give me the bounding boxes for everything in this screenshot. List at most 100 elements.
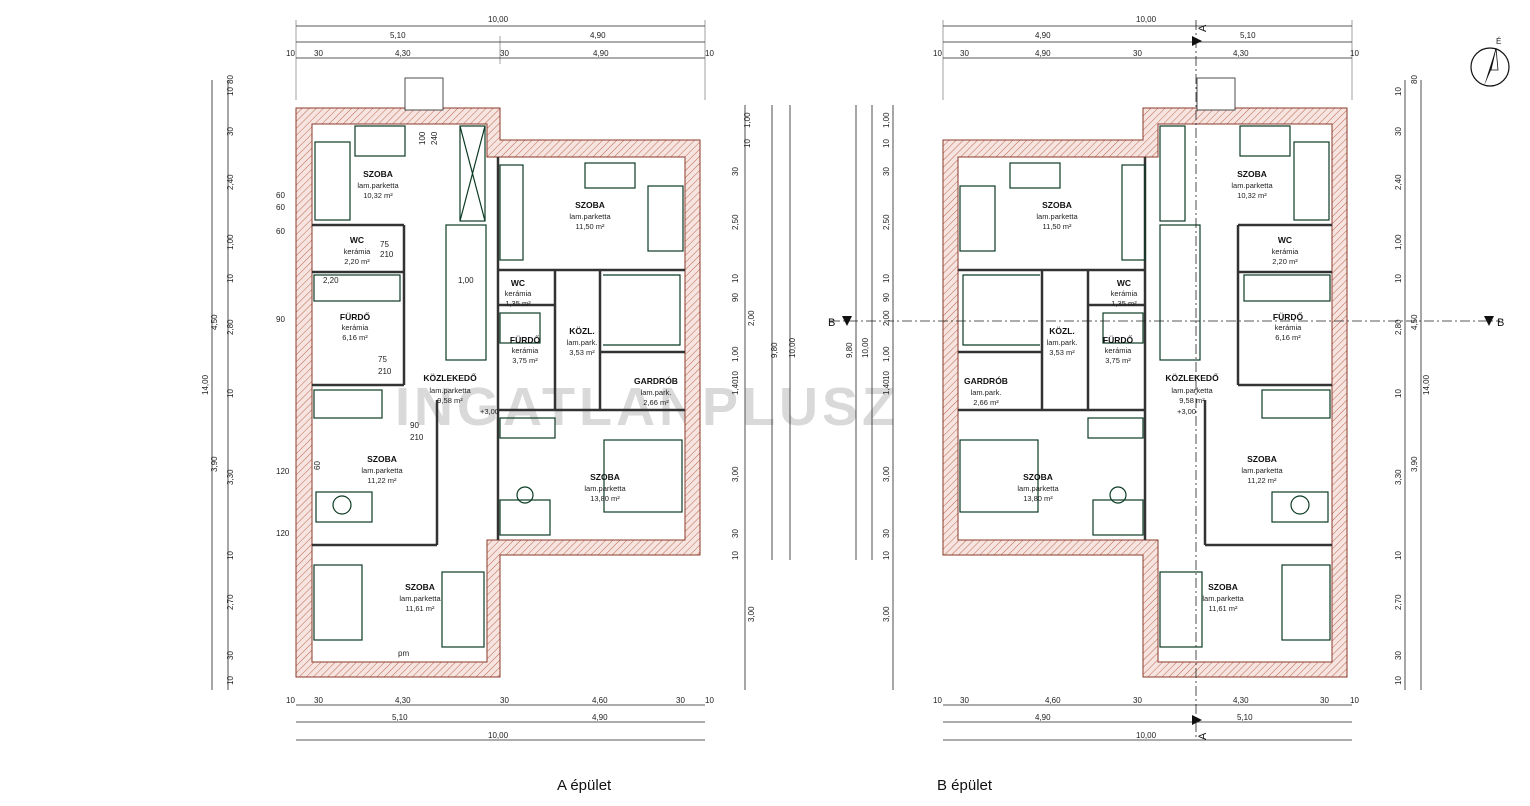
dim-b-right-16: 14,00 <box>1422 374 1431 395</box>
dim-a-left-10: 3,90 <box>210 456 219 472</box>
svg-text:11,61 m²: 11,61 m² <box>405 604 435 613</box>
dim-b-right-4: 2,40 <box>1394 174 1403 190</box>
opening-a-5: 100 <box>418 131 427 145</box>
room-b-szoba-4: SZOBA lam.parketta 11,22 m² <box>1241 454 1283 485</box>
svg-text:11,61 m²: 11,61 m² <box>1208 604 1238 613</box>
dim-a-right-16: 3,00 <box>747 606 756 622</box>
svg-text:lam.park.: lam.park. <box>567 338 598 347</box>
building-b-bottom-dimensions: 10 30 4,60 30 4,30 30 10 4,90 5,10 10,00 <box>933 696 1359 741</box>
dim-a-top-1: 10 <box>286 49 295 58</box>
svg-text:SZOBA: SZOBA <box>1208 582 1238 592</box>
dim-b-top-2: 30 <box>960 49 969 58</box>
dim-a-bot-10: 10,00 <box>488 731 509 740</box>
building-a-walls <box>295 107 701 678</box>
caption-building-b: B épület <box>937 777 993 794</box>
dim-a-right-15: 10,00 <box>788 337 797 358</box>
svg-text:10,32 m²: 10,32 m² <box>1237 191 1267 200</box>
room-b-kozlekedo: KÖZLEKEDŐ lam.parketta 9,58 m² <box>1165 372 1219 405</box>
svg-text:lam.parketta: lam.parketta <box>584 484 626 493</box>
dim-a-bot-4: 30 <box>500 696 509 705</box>
dim-b-total-top: 10,00 <box>1136 15 1157 24</box>
dim-a-left-1: 10 <box>226 87 235 96</box>
room-a-szoba-3: SZOBA lam.parketta 11,61 m² <box>399 582 441 613</box>
building-a-bottom-dimensions: 10 30 4,30 30 4,60 30 10 5,10 4,90 10,00 <box>286 696 714 741</box>
room-a-kozl: KÖZL. lam.park. 3,53 m² <box>567 326 598 357</box>
dim-b-left-6: 90 <box>882 293 891 302</box>
room-b-szoba-5: SZOBA lam.parketta 11,61 m² <box>1202 582 1244 613</box>
svg-text:2,20 m²: 2,20 m² <box>344 257 370 266</box>
opening-a-2: 60 <box>276 203 285 212</box>
opening-a-4: 120 <box>276 467 290 476</box>
svg-text:WC: WC <box>1117 278 1131 288</box>
dim-a-top-right: 4,90 <box>590 31 606 40</box>
dim-b-right-3: 30 <box>1394 127 1403 136</box>
svg-text:SZOBA: SZOBA <box>1237 169 1267 179</box>
room-a-szoba-1: SZOBA lam.parketta 10,32 m² <box>357 169 399 200</box>
svg-text:kerámia: kerámia <box>344 247 372 256</box>
dim-a-top-2: 30 <box>314 49 323 58</box>
room-a-szoba-5: SZOBA lam.parketta 13,80 m² <box>584 472 626 503</box>
dim-b-bot-10: 10,00 <box>1136 731 1157 740</box>
svg-text:kerámia: kerámia <box>1272 247 1300 256</box>
north-label: É <box>1496 37 1501 46</box>
room-b-szoba-1: SZOBA lam.parketta 11,50 m² <box>1036 200 1078 231</box>
svg-text:lam.parketta: lam.parketta <box>429 386 471 395</box>
svg-text:13,80 m²: 13,80 m² <box>1023 494 1053 503</box>
svg-text:lam.parketta: lam.parketta <box>1171 386 1213 395</box>
dim-b-left-13: 10 <box>882 551 891 560</box>
svg-text:SZOBA: SZOBA <box>405 582 435 592</box>
opening-a-10: 60 <box>313 461 322 470</box>
section-a-top-arrow <box>1192 36 1202 46</box>
dim-b-right-15: 10 <box>1394 676 1403 685</box>
svg-text:WC: WC <box>511 278 525 288</box>
dim-b-left-11: 3,00 <box>882 466 891 482</box>
dim-a-bot-6: 30 <box>676 696 685 705</box>
dim-b-right-14: 30 <box>1394 651 1403 660</box>
dim-a-total-top: 10,00 <box>488 15 509 24</box>
opening-a-1: 60 <box>276 191 285 200</box>
room-a-furdo-1: FÜRDŐ kerámia 6,16 m² <box>340 311 371 342</box>
svg-text:lam.park.: lam.park. <box>641 388 672 397</box>
room-b-furdo-1: FÜRDŐ kerámia 3,75 m² <box>1103 334 1134 365</box>
dim-b-bot-6: 30 <box>1320 696 1329 705</box>
svg-text:3,75 m²: 3,75 m² <box>1105 356 1131 365</box>
dim-b-left-5: 10 <box>882 274 891 283</box>
dim-b-top-left: 4,90 <box>1035 31 1051 40</box>
dim-a-left-3: 30 <box>226 127 235 136</box>
section-a-bottom-arrow <box>1192 715 1202 725</box>
dim-a-right-14: 9,80 <box>770 342 779 358</box>
svg-text:GARDRÓB: GARDRÓB <box>964 375 1008 386</box>
room-b-szoba-2: SZOBA lam.parketta 10,32 m² <box>1231 169 1273 200</box>
section-markers: B B A A <box>828 20 1504 740</box>
dim-b-right-10: 3,90 <box>1410 456 1419 472</box>
svg-text:SZOBA: SZOBA <box>363 169 393 179</box>
svg-text:lam.parketta: lam.parketta <box>1202 594 1244 603</box>
opening-a-7: 210 <box>380 250 394 259</box>
svg-text:GARDRÓB: GARDRÓB <box>634 375 678 386</box>
svg-text:SZOBA: SZOBA <box>1042 200 1072 210</box>
svg-text:kerámia: kerámia <box>505 289 533 298</box>
balcony-a <box>404 77 444 111</box>
dim-b-right-12: 10 <box>1394 551 1403 560</box>
opening-a-8: 75 <box>380 240 389 249</box>
svg-text:SZOBA: SZOBA <box>1247 454 1277 464</box>
dim-a-right-13: 10 <box>731 551 740 560</box>
room-b-szoba-3: SZOBA lam.parketta 13,80 m² <box>1017 472 1059 503</box>
building-b-left-dimensions: 10 1,00 30 2,50 10 90 2,00 1,00 10 1,40 … <box>845 105 894 690</box>
room-b-wc-1: WC kerámia 2,20 m² <box>1272 235 1300 266</box>
level-a: +3,00 <box>480 407 499 416</box>
svg-text:2,66 m²: 2,66 m² <box>973 398 999 407</box>
dim-b-left-16: 3,00 <box>882 606 891 622</box>
svg-text:lam.park.: lam.park. <box>971 388 1002 397</box>
dim-a-left-14: 30 <box>226 651 235 660</box>
dim-b-right-2: 80 <box>1410 75 1419 84</box>
building-a-top-dimensions: 10,00 5,10 4,90 10 30 4,30 30 4,90 10 <box>286 15 714 100</box>
dim-a-right-9: 10 <box>731 371 740 380</box>
svg-text:FÜRDŐ: FÜRDŐ <box>340 311 371 322</box>
room-b-gardrob: GARDRÓB lam.park. 2,66 m² <box>964 375 1008 407</box>
dim-a-left-12: 10 <box>226 551 235 560</box>
svg-text:kerámia: kerámia <box>1111 289 1139 298</box>
balcony-b <box>1196 77 1236 111</box>
dim-a-bot-8: 5,10 <box>392 713 408 722</box>
dim-b-bot-5: 4,30 <box>1233 696 1249 705</box>
